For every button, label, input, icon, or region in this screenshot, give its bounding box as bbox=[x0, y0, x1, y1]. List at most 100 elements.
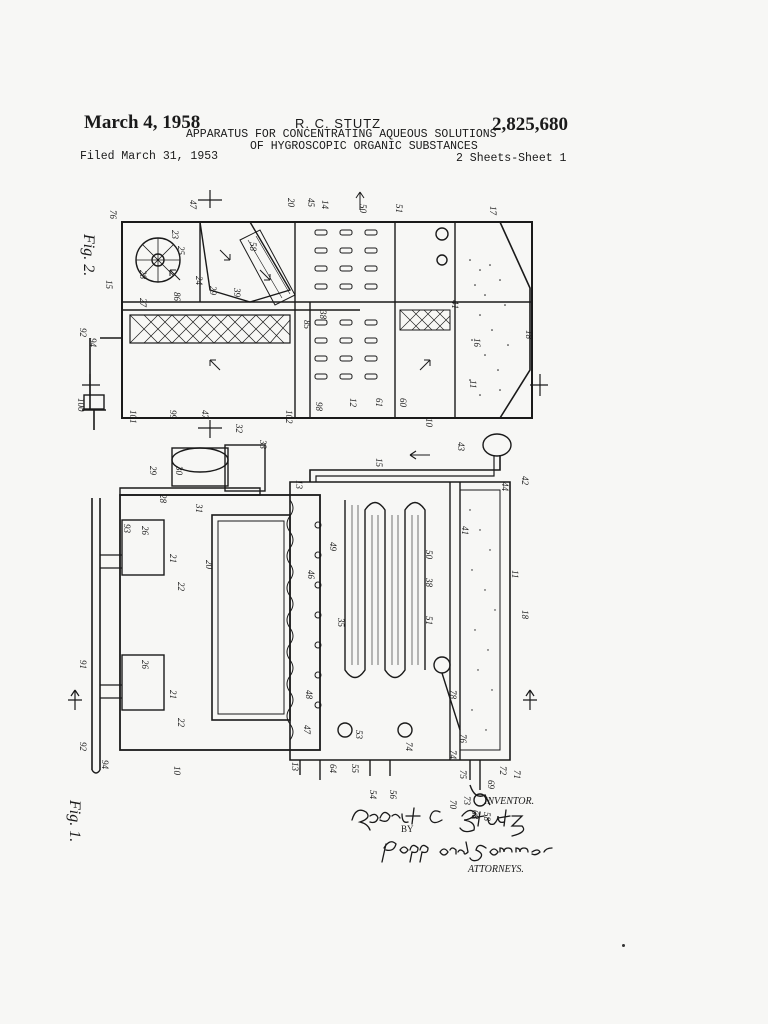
svg-text:10: 10 bbox=[424, 418, 434, 428]
svg-text:16: 16 bbox=[472, 338, 482, 348]
svg-text:41: 41 bbox=[450, 300, 460, 309]
svg-text:22: 22 bbox=[176, 582, 186, 592]
svg-text:74: 74 bbox=[404, 742, 414, 752]
svg-text:102: 102 bbox=[284, 410, 294, 424]
signature-handwriting bbox=[351, 807, 553, 863]
svg-text:44: 44 bbox=[500, 482, 510, 492]
svg-text:18: 18 bbox=[520, 610, 530, 620]
svg-text:15: 15 bbox=[374, 458, 384, 468]
svg-text:91: 91 bbox=[78, 660, 88, 669]
svg-text:56: 56 bbox=[388, 790, 398, 800]
svg-text:35: 35 bbox=[336, 617, 346, 628]
sheet-count: 2 Sheets-Sheet 1 bbox=[456, 152, 567, 165]
fig1-label: Fig. 1. bbox=[66, 799, 83, 842]
svg-text:38: 38 bbox=[424, 577, 434, 588]
svg-text:55: 55 bbox=[350, 764, 360, 774]
svg-text:27: 27 bbox=[138, 298, 148, 308]
svg-text:45: 45 bbox=[306, 198, 316, 208]
svg-text:39: 39 bbox=[232, 287, 242, 298]
svg-text:60: 60 bbox=[398, 398, 408, 408]
svg-text:93: 93 bbox=[122, 524, 132, 534]
svg-text:15: 15 bbox=[104, 280, 114, 290]
svg-text:47: 47 bbox=[200, 410, 210, 420]
svg-text:46: 46 bbox=[306, 570, 316, 580]
svg-text:42: 42 bbox=[520, 476, 530, 486]
inventor-label: INVENTOR. bbox=[484, 796, 535, 807]
svg-text:72: 72 bbox=[498, 766, 508, 776]
svg-text:38: 38 bbox=[318, 309, 328, 320]
svg-text:14: 14 bbox=[320, 200, 330, 210]
svg-text:70: 70 bbox=[448, 800, 458, 810]
svg-text:28: 28 bbox=[158, 494, 168, 504]
svg-text:28: 28 bbox=[138, 270, 148, 280]
svg-text:58: 58 bbox=[482, 812, 492, 822]
svg-text:33: 33 bbox=[258, 439, 268, 450]
svg-text:47: 47 bbox=[188, 200, 198, 210]
svg-text:98: 98 bbox=[314, 402, 324, 412]
patent-drawing: 76 47 20 45 14 50 51 17 23 25 28 24 15 2… bbox=[66, 190, 548, 842]
svg-text:94: 94 bbox=[88, 338, 98, 348]
svg-text:12: 12 bbox=[348, 398, 358, 408]
svg-text:76: 76 bbox=[458, 734, 468, 744]
filed-date: Filed March 31, 1953 bbox=[80, 150, 219, 163]
svg-text:50: 50 bbox=[358, 204, 368, 214]
svg-text:32: 32 bbox=[234, 423, 244, 434]
svg-text:92: 92 bbox=[78, 328, 88, 338]
patent-date: March 4, 1958 bbox=[84, 112, 201, 133]
svg-text:13: 13 bbox=[294, 480, 304, 490]
svg-text:99: 99 bbox=[168, 410, 178, 420]
attorneys-label: ATTORNEYS. bbox=[468, 864, 524, 875]
svg-text:25: 25 bbox=[176, 246, 186, 256]
svg-text:64: 64 bbox=[328, 764, 338, 774]
svg-text:30: 30 bbox=[174, 465, 184, 476]
svg-text:51: 51 bbox=[424, 616, 434, 625]
svg-text:48: 48 bbox=[304, 690, 314, 700]
svg-text:49: 49 bbox=[328, 542, 338, 552]
svg-text:76: 76 bbox=[108, 210, 118, 220]
svg-text:54: 54 bbox=[368, 790, 378, 800]
svg-text:21: 21 bbox=[168, 690, 178, 699]
svg-text:21: 21 bbox=[168, 554, 178, 563]
svg-text:41: 41 bbox=[460, 526, 470, 535]
by-label: BY bbox=[401, 824, 414, 834]
svg-text:73: 73 bbox=[462, 796, 472, 806]
svg-text:47: 47 bbox=[302, 725, 312, 735]
inventor-name: R. C. STUTZ bbox=[295, 116, 382, 131]
svg-text:11: 11 bbox=[468, 380, 478, 388]
svg-text:61: 61 bbox=[374, 398, 384, 407]
svg-text:69: 69 bbox=[486, 780, 496, 790]
svg-text:75: 75 bbox=[458, 770, 468, 780]
fig1-side-view bbox=[68, 433, 537, 807]
svg-text:58: 58 bbox=[248, 242, 258, 252]
svg-text:10: 10 bbox=[172, 766, 182, 776]
svg-text:43: 43 bbox=[456, 442, 466, 452]
svg-text:20: 20 bbox=[286, 198, 296, 208]
svg-text:20: 20 bbox=[204, 560, 214, 570]
svg-text:17: 17 bbox=[488, 206, 498, 216]
svg-text:101: 101 bbox=[128, 410, 138, 424]
svg-text:74: 74 bbox=[448, 750, 458, 760]
svg-text:18: 18 bbox=[524, 330, 534, 340]
svg-text:23: 23 bbox=[170, 230, 180, 240]
svg-text:78: 78 bbox=[448, 690, 458, 700]
svg-text:29: 29 bbox=[208, 286, 218, 296]
svg-text:92: 92 bbox=[78, 742, 88, 752]
patent-number: 2,825,680 bbox=[492, 114, 568, 135]
patent-title-line-1: APPARATUS FOR CONCENTRATING AQUEOUS SOLU… bbox=[186, 128, 497, 141]
svg-text:51: 51 bbox=[394, 204, 404, 213]
ink-speck bbox=[622, 944, 625, 947]
svg-text:26: 26 bbox=[140, 526, 150, 536]
svg-text:100: 100 bbox=[76, 398, 86, 412]
fig2-label: Fig. 2. bbox=[80, 233, 97, 276]
svg-text:86: 86 bbox=[172, 292, 182, 302]
svg-text:24: 24 bbox=[194, 276, 204, 286]
svg-text:22: 22 bbox=[176, 718, 186, 728]
svg-text:71: 71 bbox=[512, 770, 522, 779]
svg-text:85: 85 bbox=[302, 320, 312, 330]
patent-title-line-2: OF HYGROSCOPIC ORGANIC SUBSTANCES bbox=[250, 140, 478, 153]
svg-text:53: 53 bbox=[354, 730, 364, 740]
svg-text:11: 11 bbox=[510, 570, 520, 578]
svg-text:50: 50 bbox=[424, 550, 434, 560]
fig2-cross-section bbox=[82, 190, 548, 438]
svg-text:13: 13 bbox=[290, 762, 300, 772]
